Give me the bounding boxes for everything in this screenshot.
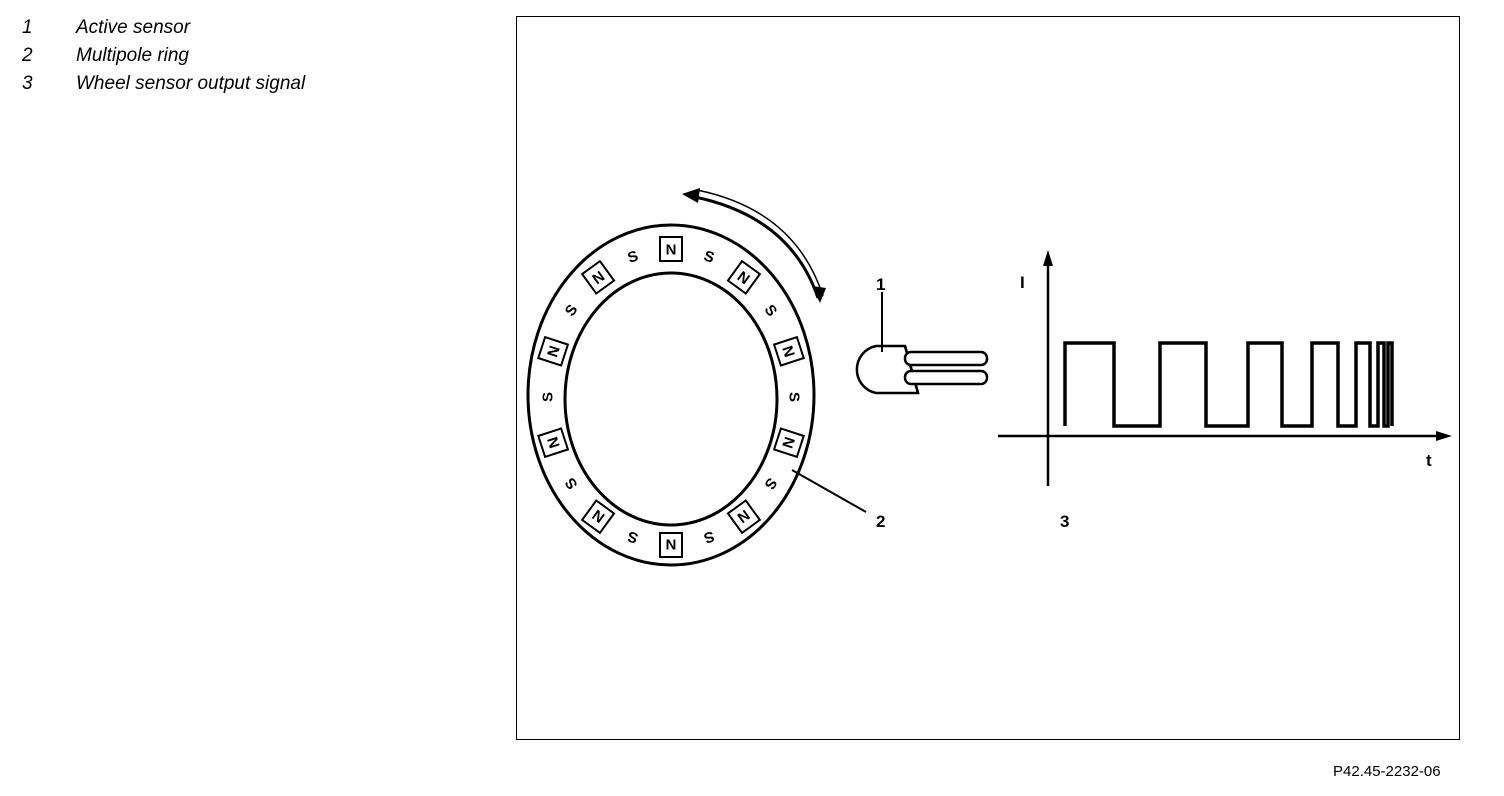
svg-text:S: S (702, 527, 717, 546)
pole-south: S (626, 248, 641, 267)
svg-text:S: S (761, 474, 781, 492)
callout-ring: 2 (876, 512, 885, 531)
pole-south: S (786, 392, 803, 402)
svg-text:S: S (626, 527, 641, 546)
active-sensor (855, 292, 989, 395)
svg-text:N: N (778, 344, 798, 360)
legend: 1 Active sensor 2 Multipole ring 3 Wheel… (22, 14, 305, 98)
ring-leader-line (791, 469, 867, 513)
rotation-arrow-icon (682, 188, 826, 303)
svg-text:S: S (562, 302, 582, 320)
pole-south: S (702, 527, 717, 546)
svg-text:S: S (626, 248, 641, 267)
pole-north: N (726, 259, 762, 295)
pole-north: N (772, 427, 805, 459)
svg-text:S: S (562, 474, 582, 492)
callout-signal: 3 (1060, 512, 1069, 531)
svg-text:S: S (761, 302, 781, 320)
pole-south: S (540, 392, 557, 402)
pole-north: N (659, 532, 683, 558)
y-axis-label: I (1020, 273, 1025, 292)
pole-south: S (626, 527, 641, 546)
pole-north: N (580, 499, 616, 535)
svg-text:N: N (666, 536, 677, 553)
legend-label: Multipole ring (76, 45, 189, 66)
callout-sensor: 1 (876, 275, 885, 294)
figure-frame (516, 16, 1460, 740)
pole-south: S (761, 474, 781, 492)
legend-item: 2 Multipole ring (22, 42, 305, 70)
legend-number: 2 (22, 45, 33, 66)
svg-text:N: N (544, 435, 564, 451)
svg-text:N: N (778, 435, 798, 451)
pole-south: S (761, 302, 781, 320)
x-axis-label: t (1426, 451, 1432, 470)
pole-north: N (772, 335, 805, 367)
svg-text:N: N (544, 344, 564, 360)
pole-south: S (562, 302, 582, 320)
legend-item: 1 Active sensor (22, 14, 305, 42)
svg-text:S: S (540, 392, 557, 402)
pole-south: S (562, 474, 582, 492)
signal-axes (998, 250, 1452, 486)
svg-text:N: N (666, 242, 677, 259)
legend-number: 3 (22, 73, 33, 94)
figure-id: P42.45-2232-06 (1333, 763, 1441, 780)
pole-south: S (702, 248, 717, 267)
svg-text:S: S (702, 248, 717, 267)
legend-label: Active sensor (76, 17, 191, 38)
pole-north: N (726, 499, 762, 535)
pole-north: N (580, 259, 616, 295)
legend-number: 1 (22, 17, 33, 38)
legend-label: Wheel sensor output signal (76, 73, 306, 94)
legend-item: 3 Wheel sensor output signal (22, 70, 305, 98)
pole-north: N (537, 335, 570, 367)
pole-north: N (659, 236, 683, 262)
output-signal-wave (1063, 341, 1394, 428)
pole-north: N (537, 427, 570, 459)
svg-text:S: S (786, 392, 803, 402)
